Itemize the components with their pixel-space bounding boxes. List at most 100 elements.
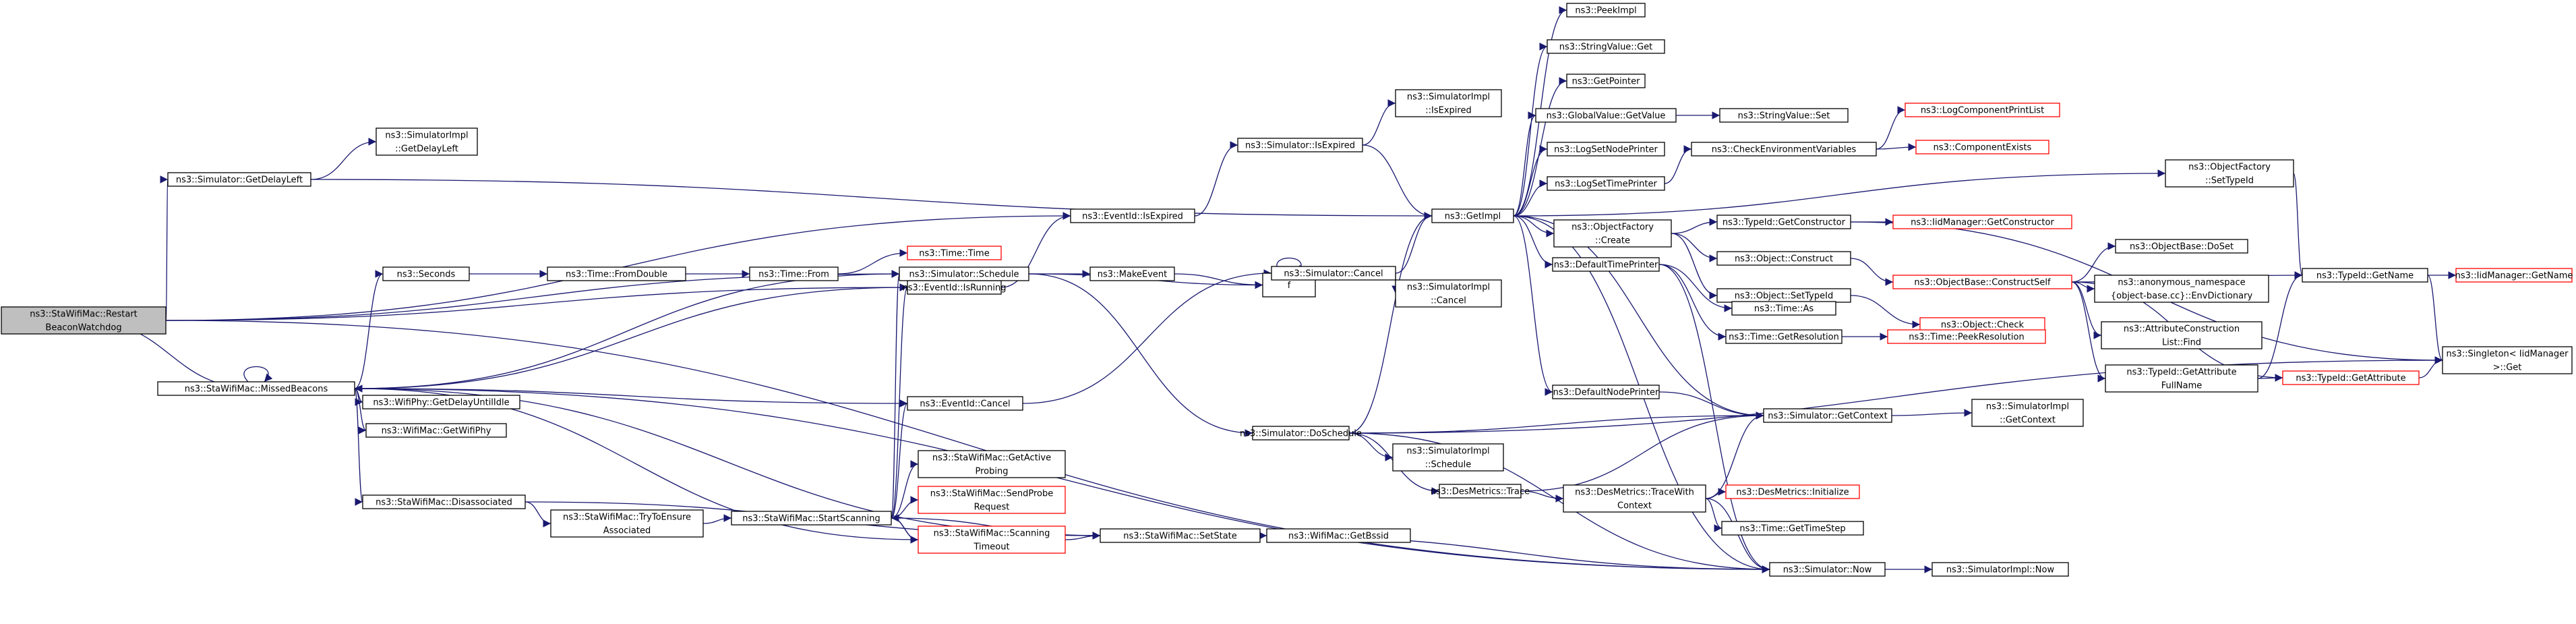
node-box	[918, 526, 1066, 554]
node-getPointer[interactable]: ns3::GetPointer	[1566, 74, 1646, 88]
edge-simDoSchedule-to-getImpl	[1348, 212, 1433, 434]
node-checkEnv[interactable]: ns3::CheckEnvironmentVariables	[1691, 142, 1877, 157]
node-box	[1566, 3, 1646, 18]
node-timeGetTimeStep[interactable]: ns3::Time::GetTimeStep	[1721, 521, 1864, 536]
node-box	[362, 494, 526, 509]
node-box	[1547, 176, 1665, 191]
edge-startScanning-to-eventIsRunning	[891, 283, 908, 519]
node-logSetTime[interactable]: ns3::LogSetTimePrinter	[1547, 176, 1665, 191]
node-simGetContext[interactable]: ns3::Simulator::GetContext	[1763, 408, 1892, 423]
node-box	[1566, 74, 1646, 88]
node-objBaseDoSet[interactable]: ns3::ObjectBase::DoSet	[2115, 239, 2248, 254]
node-fromDouble[interactable]: ns3::Time::FromDouble	[547, 266, 686, 281]
node-objConstruct[interactable]: ns3::Object::Construct	[1716, 251, 1851, 266]
node-implIsExpired[interactable]: ns3::SimulatorImpl::IsExpired	[1395, 89, 1502, 117]
edge-simIsExpired-to-getImpl	[1362, 144, 1433, 220]
node-implSchedule[interactable]: ns3::SimulatorImpl::Schedule	[1392, 443, 1504, 472]
node-simIsExpired[interactable]: ns3::Simulator::IsExpired	[1237, 138, 1363, 152]
node-simDoSchedule[interactable]: ns3::Simulator::DoSchedule	[1240, 426, 1362, 441]
node-objSetTypeId[interactable]: ns3::Object::SetTypeId	[1716, 288, 1851, 303]
edge-defaultTimePrinter-to-timeGetRes	[1658, 264, 1727, 341]
node-objCheck[interactable]: ns3::Object::Check	[1919, 317, 2045, 332]
node-macGetPhy[interactable]: ns3::WifiMac::GetWifiPhy	[365, 423, 507, 438]
node-simSchedule[interactable]: ns3::Simulator::Schedule	[899, 266, 1029, 281]
node-startScanning[interactable]: ns3::StaWifiMac::StartScanning	[731, 511, 892, 526]
node-label: ns3::StaWifiMac::SetState	[1123, 532, 1237, 542]
node-simCancel[interactable]: ns3::Simulator::Cancel	[1271, 266, 1396, 281]
node-label: ns3::DesMetrics::Initialize	[1736, 488, 1849, 498]
node-objFactorySetTypeId[interactable]: ns3::ObjectFactory::SetTypeId	[2165, 159, 2294, 188]
node-implGetContext[interactable]: ns3::SimulatorImpl::GetContext	[1971, 399, 2084, 427]
node-getImpl[interactable]: ns3::GetImpl	[1431, 208, 1514, 223]
node-envDict[interactable]: ns3::anonymous_namespace{object-base.cc}…	[2094, 275, 2269, 303]
node-label: ns3::SimulatorImpl	[1407, 283, 1490, 293]
node-label: ns3::StringValue::Get	[1559, 42, 1652, 53]
node-implGetDelayLeft[interactable]: ns3::SimulatorImpl::GetDelayLeft	[376, 127, 478, 156]
node-label: {object-base.cc}::EnvDictionary	[2111, 291, 2253, 302]
edge-missedBeacons-to-eventCancel	[354, 388, 908, 407]
node-getBssid[interactable]: ns3::WifiMac::GetBssid	[1266, 528, 1411, 543]
node-box	[1547, 39, 1665, 54]
node-timeTime[interactable]: ns3::Time::Time	[907, 246, 1002, 260]
node-simNow[interactable]: ns3::Simulator::Now	[1769, 562, 1886, 577]
node-typeGetCtor[interactable]: ns3::TypeId::GetConstructor	[1716, 215, 1851, 229]
node-eventIsRunning[interactable]: ns3::EventId::IsRunning	[902, 280, 1007, 295]
edge-getImpl-to-logSetTime	[1513, 179, 1548, 217]
node-timeFrom[interactable]: ns3::Time::From	[749, 266, 839, 281]
node-setState[interactable]: ns3::StaWifiMac::SetState	[1100, 528, 1261, 543]
node-timeGetRes[interactable]: ns3::Time::GetResolution	[1725, 329, 1843, 344]
node-desInit[interactable]: ns3::DesMetrics::Initialize	[1725, 484, 1860, 499]
node-iidGetCtor[interactable]: ns3::IidManager::GetConstructor	[1892, 215, 2072, 229]
node-implNow[interactable]: ns3::SimulatorImpl::Now	[1931, 562, 2069, 577]
node-label: ns3::StaWifiMac::MissedBeacons	[185, 385, 328, 395]
node-timeAs[interactable]: ns3::Time::As	[1731, 301, 1836, 316]
node-makeEvent[interactable]: ns3::MakeEvent	[1089, 266, 1175, 281]
node-label: ns3::Simulator::GetDelayLeft	[176, 175, 303, 186]
node-box	[1, 306, 167, 335]
node-desTrace[interactable]: ns3::DesMetrics::Trace	[1431, 484, 1530, 499]
node-disassociated[interactable]: ns3::StaWifiMac::Disassociated	[362, 494, 526, 509]
node-label: ns3::Simulator::DoSchedule	[1240, 429, 1362, 439]
node-typeGetAttr[interactable]: ns3::TypeId::GetAttribute	[2282, 370, 2420, 385]
node-timePeekRes[interactable]: ns3::Time::PeekResolution	[1887, 329, 2046, 344]
node-strValSet[interactable]: ns3::StringValue::Set	[1719, 108, 1849, 123]
node-box	[362, 395, 520, 409]
node-defaultTimePrinter[interactable]: ns3::DefaultTimePrinter	[1552, 257, 1660, 272]
node-box	[1931, 562, 2069, 577]
node-logSetNode[interactable]: ns3::LogSetNodePrinter	[1547, 142, 1665, 157]
node-objFactoryCreate[interactable]: ns3::ObjectFactory::Create	[1553, 219, 1672, 248]
node-eventCancel[interactable]: ns3::EventId::Cancel	[907, 396, 1023, 411]
node-getDelayLeft[interactable]: ns3::Simulator::GetDelayLeft	[167, 172, 311, 187]
node-globalGetValue[interactable]: ns3::GlobalValue::GetValue	[1535, 108, 1677, 123]
node-objBaseConstruct[interactable]: ns3::ObjectBase::ConstructSelf	[1892, 275, 2072, 289]
node-implCancel[interactable]: ns3::SimulatorImpl::Cancel	[1395, 279, 1502, 308]
node-label: ns3::EventId::IsExpired	[1082, 212, 1183, 222]
node-peekImpl[interactable]: ns3::PeekImpl	[1566, 3, 1646, 18]
edge-missedBeacons-to-missedBeacons	[243, 366, 273, 382]
node-missedBeacons[interactable]: ns3::StaWifiMac::MissedBeacons	[157, 381, 355, 396]
node-box	[1716, 215, 1851, 229]
node-defaultNodePrinter[interactable]: ns3::DefaultNodePrinter	[1552, 385, 1660, 399]
edge-root-to-eventIsRunning	[165, 283, 908, 321]
node-compExists[interactable]: ns3::ComponentExists	[1915, 140, 2049, 154]
node-logCompPrint[interactable]: ns3::LogComponentPrintList	[1905, 103, 2060, 117]
node-box	[1887, 329, 2046, 344]
node-singletonGet[interactable]: ns3::Singleton< IidManager>::Get	[2442, 346, 2573, 374]
node-seconds[interactable]: ns3::Seconds	[382, 266, 470, 281]
node-typeGetName[interactable]: ns3::TypeId::GetName	[2302, 268, 2428, 283]
node-iidGetName[interactable]: ns3::IidManager::GetName	[2455, 268, 2573, 283]
node-phyGetDelay[interactable]: ns3::WifiPhy::GetDelayUntilIdle	[362, 395, 520, 409]
node-strValGet[interactable]: ns3::StringValue::Get	[1547, 39, 1665, 54]
node-box	[1892, 275, 2072, 289]
node-eventIsExpired[interactable]: ns3::EventId::IsExpired	[1070, 208, 1195, 223]
node-box	[376, 127, 478, 156]
edge-defaultNodePrinter-to-simGetContext	[1658, 391, 1764, 420]
